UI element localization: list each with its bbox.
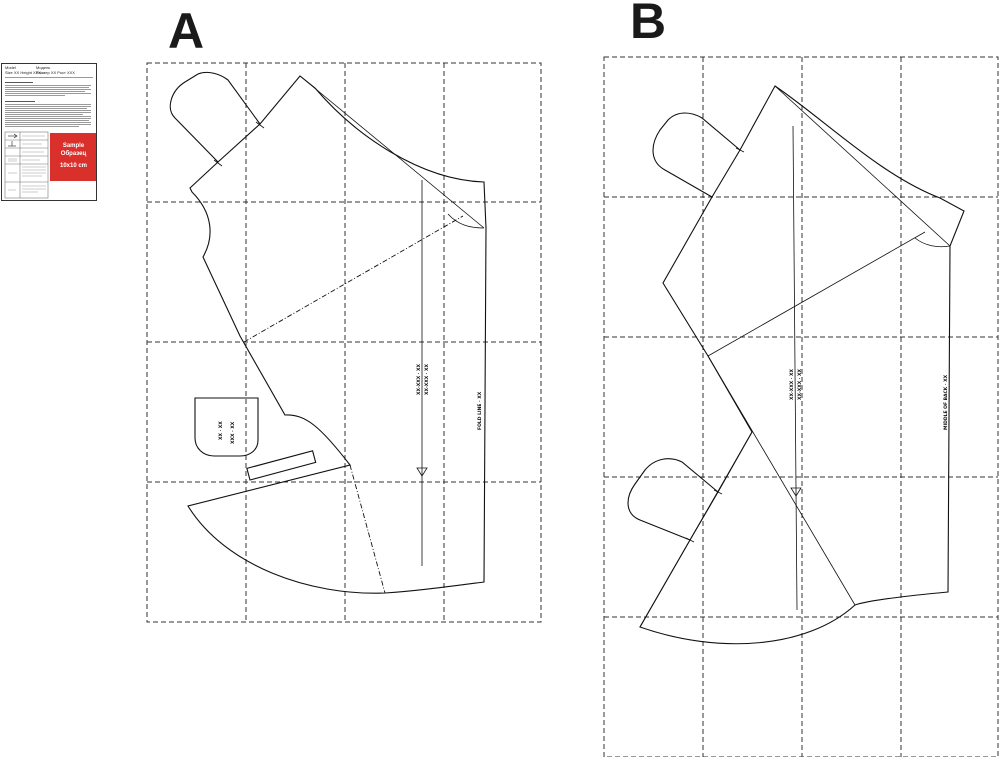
layout-b-lower-tab [627, 458, 719, 541]
sample-label-ru: Образец [60, 150, 87, 157]
legend-divider [5, 77, 93, 78]
layout-b-main-piece [639, 85, 965, 645]
layout-a-dart-line [299, 75, 485, 229]
notch-mark-icon [8, 141, 16, 147]
grainline-arrow-icon [8, 133, 18, 139]
layout-b-diagonal [707, 231, 926, 357]
layout-b-crossing-line [707, 355, 856, 606]
layout-b-shoulder-tab [652, 112, 741, 198]
legend-model-label-ru: Модель [36, 65, 51, 70]
notch-mark-icon [685, 147, 745, 543]
layout-b-neck-curve [914, 237, 951, 248]
layout-a-belt-strip [246, 450, 317, 481]
layout-a-neck-curve [447, 213, 485, 229]
sample-label: Sample [62, 143, 85, 149]
layout-a-text-marks: ХХ-ХХХ · ХХ ХХ-ХХХ · ХХ FOLD LINE · XX Х… [218, 363, 483, 444]
svg-text:ХХХ · ХХ: ХХХ · ХХ [230, 421, 236, 444]
layout-b-cross-panel [639, 431, 753, 628]
layout-b: ХХ-ХХХ · ХХ ХХ-ХХХ · ХХ MIDDLE OF BACK ·… [603, 56, 999, 757]
layout-b-label: B [630, 0, 667, 49]
layout-a-pocket [194, 397, 259, 457]
layout-a-diagonal-guide [243, 215, 464, 343]
notch-mark-icon [213, 121, 265, 167]
svg-text:ХХ · ХХ: ХХ · ХХ [218, 421, 224, 440]
layout-a-side-guide [349, 464, 386, 594]
layout-b-dart-line [774, 85, 951, 247]
sample-size: 10x10 cm [59, 163, 88, 169]
legend-size-label: Size XX Height XXX [5, 70, 42, 75]
svg-text:FOLD LINE · XX: FOLD LINE · XX [477, 391, 483, 430]
layout-a: ХХ-ХХХ · ХХ ХХ-ХХХ · ХХ FOLD LINE · XX Х… [146, 62, 542, 623]
layout-a-page-grid [146, 62, 542, 623]
legend-model-label: Model [5, 65, 16, 70]
sample-swatch: Sample Образец 10x10 cm [50, 133, 96, 181]
layout-a-main-piece [187, 75, 487, 594]
layout-b-grainline [792, 125, 798, 611]
svg-text:MIDDLE OF BACK · XX: MIDDLE OF BACK · XX [943, 374, 949, 430]
svg-text:ХХ-ХХХ · ХХ: ХХ-ХХХ · ХХ [789, 368, 795, 400]
pattern-legend-sheet: Model Size XX Height XXX Модель Размер X… [1, 63, 97, 201]
legend-size-label-ru: Размер XX Рост XXX [36, 70, 75, 75]
grainline-arrow-icon [416, 467, 428, 477]
svg-text:ХХ-ХХХ · ХХ: ХХ-ХХХ · ХХ [797, 368, 803, 400]
svg-text:ХХ-ХХХ · ХХ: ХХ-ХХХ · ХХ [424, 363, 430, 395]
legend-symbols-table [4, 131, 49, 199]
layout-b-text-marks: ХХ-ХХХ · ХХ ХХ-ХХХ · ХХ MIDDLE OF BACK ·… [789, 368, 949, 430]
layout-a-shoulder-tab [169, 71, 261, 163]
svg-text:ХХ-ХХХ · ХХ: ХХ-ХХХ · ХХ [416, 363, 422, 395]
layout-b-page-grid [603, 56, 999, 757]
grainline-arrow-icon [790, 487, 802, 497]
layout-a-label: A [168, 3, 205, 59]
